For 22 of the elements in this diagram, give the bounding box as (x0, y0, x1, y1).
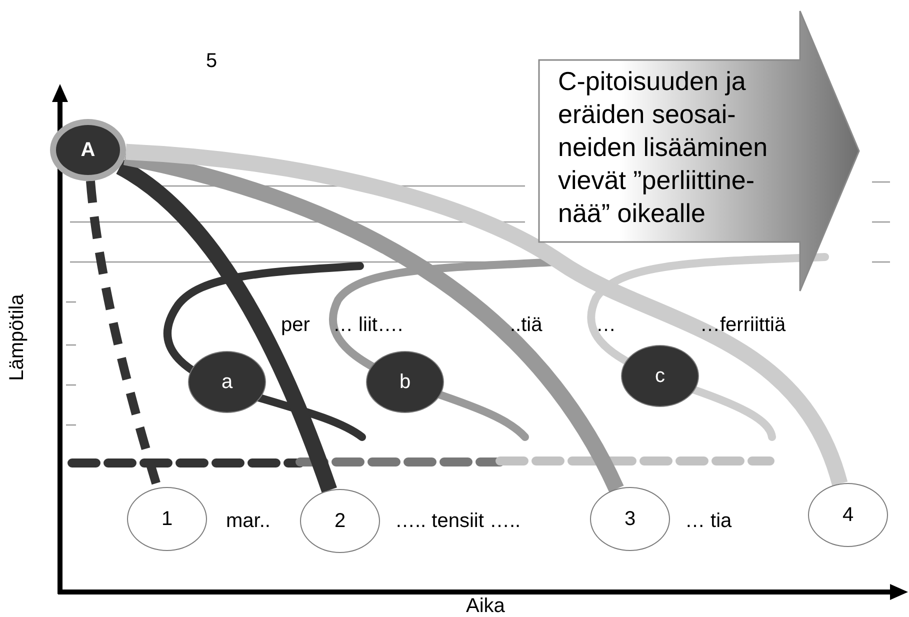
phase-label: … tia (685, 510, 732, 533)
end-ellipse: 3 (590, 487, 670, 551)
state-ellipse: A (50, 119, 126, 181)
phase-label: mar.. (226, 510, 270, 533)
end-ellipse: 4 (808, 483, 888, 547)
end-ellipse: 2 (300, 489, 380, 553)
phase-label: per (281, 314, 310, 337)
phase-label: …ferriittiä (700, 314, 786, 337)
phase-label: ..tiä (510, 314, 542, 337)
phase-ellipse: c (621, 345, 699, 407)
arrow-callout (538, 10, 860, 292)
axis-label: Aika (466, 596, 505, 616)
phase-label: … (596, 314, 616, 337)
slide-number: 5 (206, 50, 218, 73)
phase-ellipse: a (188, 351, 266, 413)
callout-text: C-pitoisuuden ja eräiden seosai- neiden lisääminen vievät ”perliittine- nää” oikealle (558, 65, 769, 230)
end-ellipse: 1 (127, 487, 207, 551)
axis-label: Lämpötila (6, 294, 29, 381)
phase-label: ….. tensiit ….. (395, 510, 521, 533)
cooling-curve (116, 160, 337, 493)
phase-ellipse: b (366, 351, 444, 413)
phase-label: … liit…. (333, 314, 403, 337)
